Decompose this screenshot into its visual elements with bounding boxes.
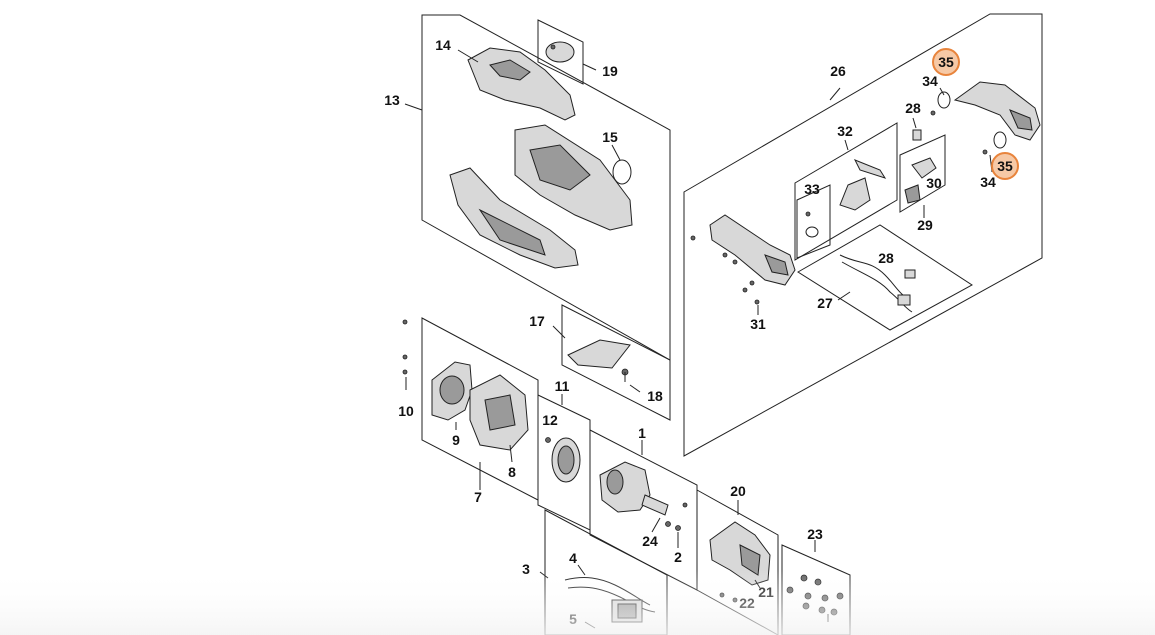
- cap-19: [545, 41, 575, 63]
- group-7-box: [402, 317, 539, 501]
- label-24: 24: [642, 533, 658, 549]
- duct-17: [567, 339, 631, 369]
- label-23: 23: [807, 526, 823, 542]
- label-29: 29: [917, 217, 933, 233]
- group-26-box: [683, 13, 1043, 457]
- label-17: 17: [529, 313, 545, 329]
- label-28-bottom: 28: [878, 250, 894, 266]
- label-18: 18: [647, 388, 663, 404]
- label-14: 14: [435, 37, 451, 53]
- part-labels: 1 2 3 4 5 7 8 9 10 11 12 13 14 15 17 18 …: [384, 37, 996, 627]
- label-34-bottom: 34: [980, 174, 996, 190]
- label-11: 11: [555, 378, 570, 394]
- group-1-box: [589, 429, 698, 591]
- label-19: 19: [602, 63, 618, 79]
- label-26: 26: [830, 63, 846, 79]
- label-9: 9: [452, 432, 460, 448]
- label-35-bottom: 35: [997, 158, 1013, 174]
- label-10: 10: [398, 403, 414, 419]
- group-11-box: [537, 394, 591, 531]
- highlighted-callout-35-bottom[interactable]: 35: [991, 152, 1019, 180]
- label-7: 7: [474, 489, 482, 505]
- label-2: 2: [674, 549, 682, 565]
- label-8: 8: [508, 464, 516, 480]
- label-13: 13: [384, 92, 400, 108]
- label-34-top: 34: [922, 73, 938, 89]
- handle-tube: [709, 214, 796, 286]
- group-17-box: [552, 304, 671, 421]
- label-1: 1: [638, 425, 646, 441]
- highlighted-callout-35-top[interactable]: 35: [932, 48, 960, 76]
- label-15: 15: [602, 129, 618, 145]
- group-13-box: [404, 14, 671, 361]
- label-20: 20: [730, 483, 746, 499]
- label-30: 30: [926, 175, 942, 191]
- label-28-top: 28: [905, 100, 921, 116]
- bottom-fade: [0, 570, 1155, 635]
- label-12: 12: [542, 412, 558, 428]
- label-31: 31: [750, 316, 766, 332]
- label-27: 27: [817, 295, 833, 311]
- label-33: 33: [804, 181, 820, 197]
- label-4: 4: [569, 550, 577, 566]
- label-35-top: 35: [938, 54, 954, 70]
- o-ring-15: [612, 159, 632, 185]
- label-32: 32: [837, 123, 853, 139]
- handle-frame: [953, 81, 1041, 141]
- side-cover: [449, 167, 579, 269]
- label-3: 3: [522, 561, 530, 577]
